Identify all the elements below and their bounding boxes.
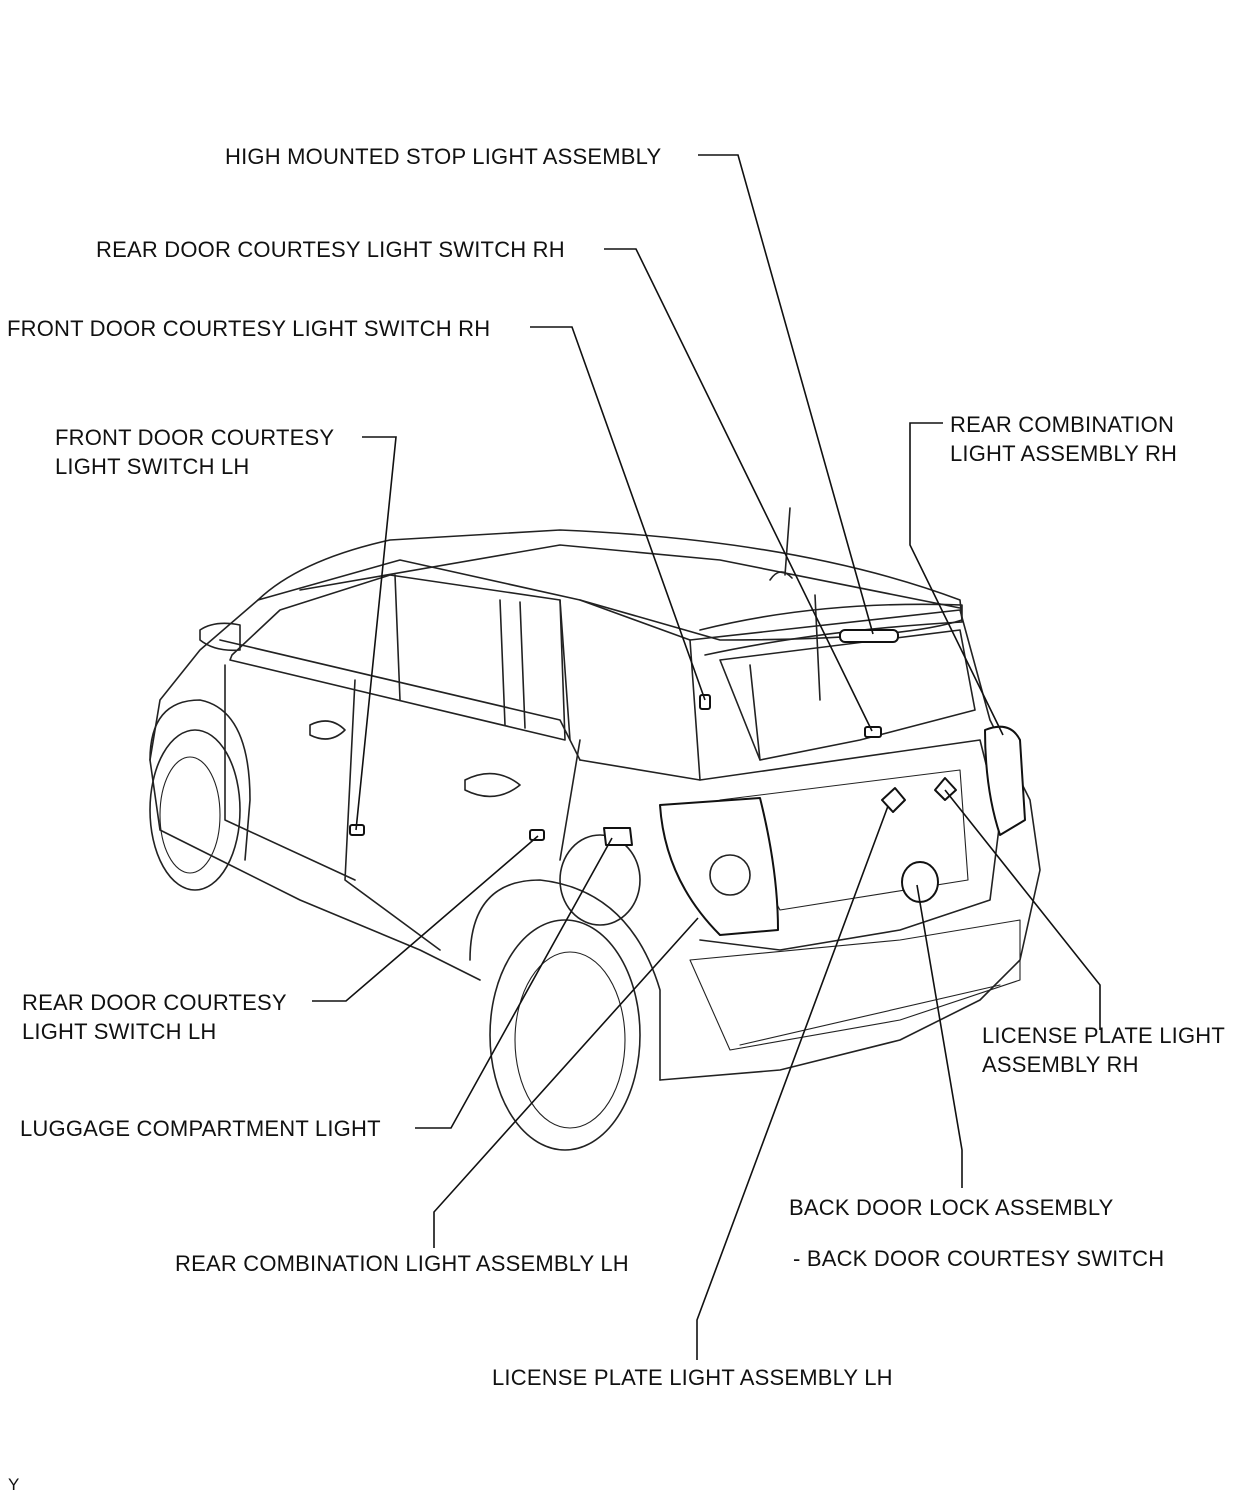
label-rear-combination-light-lh: REAR COMBINATION LIGHT ASSEMBLY LH [175,1251,629,1276]
label-license-plate-light-rh: LICENSE PLATE LIGHT ASSEMBLY RH [982,1021,1225,1079]
label-back-door-lock-assembly: BACK DOOR LOCK ASSEMBLY [789,1195,1114,1220]
label-license-plate-light-lh: LICENSE PLATE LIGHT ASSEMBLY LH [492,1365,893,1390]
label-back-door-courtesy-switch: - BACK DOOR COURTESY SWITCH [793,1246,1165,1271]
label-line: LIGHT ASSEMBLY RH [950,441,1178,466]
label-line: LIGHT SWITCH LH [55,454,250,479]
label-rear-door-courtesy-switch-rh: REAR DOOR COURTESY LIGHT SWITCH RH [96,237,565,262]
label-high-mounted-stop-light: HIGH MOUNTED STOP LIGHT ASSEMBLY [225,144,662,169]
label-front-door-courtesy-switch-rh: FRONT DOOR COURTESY LIGHT SWITCH RH [7,316,491,341]
label-line: ASSEMBLY RH [982,1052,1139,1077]
leader-license-plate-lh [696,805,889,1360]
leader-front-door-switch-lh [355,436,397,831]
leader-luggage-light [415,837,613,1129]
leader-back-door-lock [916,884,963,1188]
leader-license-plate-rh [944,789,1101,1030]
label-front-door-courtesy-switch-lh: FRONT DOOR COURTESY LIGHT SWITCH LH [55,423,334,481]
label-rear-door-courtesy-switch-lh: REAR DOOR COURTESY LIGHT SWITCH LH [22,988,287,1046]
leader-rear-combination-lh [433,917,699,1248]
leader-rear-door-switch-lh [312,835,539,1002]
leader-rear-combination-rh [909,422,1004,736]
leader-rear-door-switch-rh [604,248,873,732]
leader-front-door-switch-rh [530,326,706,701]
label-line: FRONT DOOR COURTESY [55,425,335,450]
figure-code: Y [8,1475,20,1494]
label-luggage-compartment-light: LUGGAGE COMPARTMENT LIGHT [20,1116,381,1141]
label-line: REAR DOOR COURTESY [22,990,287,1015]
leader-high-mounted-stop [698,154,874,635]
label-rear-combination-light-rh: REAR COMBINATION LIGHT ASSEMBLY RH [950,410,1177,468]
label-line: REAR COMBINATION [950,412,1175,437]
label-line: LIGHT SWITCH LH [22,1019,217,1044]
label-line: LICENSE PLATE LIGHT [982,1023,1226,1048]
